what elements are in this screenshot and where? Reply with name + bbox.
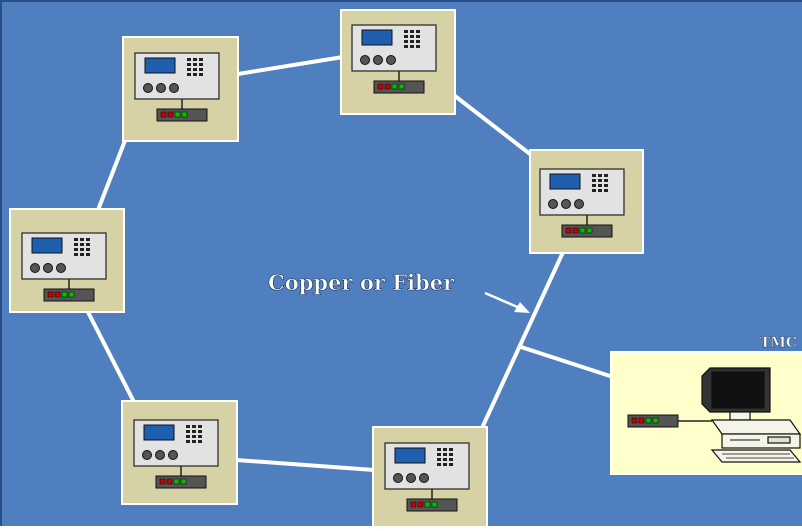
ring-links [86,55,612,472]
controller-node-4 [372,426,488,531]
controller-node-6 [9,208,125,313]
link-5-6 [86,310,136,404]
link-tmc [519,345,612,378]
controller-node-3 [529,149,644,254]
tmc-label: TMC [760,335,797,351]
tmc-station: TMC [610,335,802,475]
controller-node-5 [121,400,238,505]
link-1-2 [236,55,345,76]
computer-icon [701,367,802,463]
link-4-5 [234,458,376,472]
link-2-3 [453,94,532,156]
link-3-4 [480,248,566,430]
medium-label: Copper or Fiber [268,270,455,295]
controller-node-2 [340,9,456,115]
modem-icon [627,414,712,428]
link-6-7 [96,136,128,212]
controller-node-1 [122,36,239,142]
arrow-icon [484,291,530,313]
